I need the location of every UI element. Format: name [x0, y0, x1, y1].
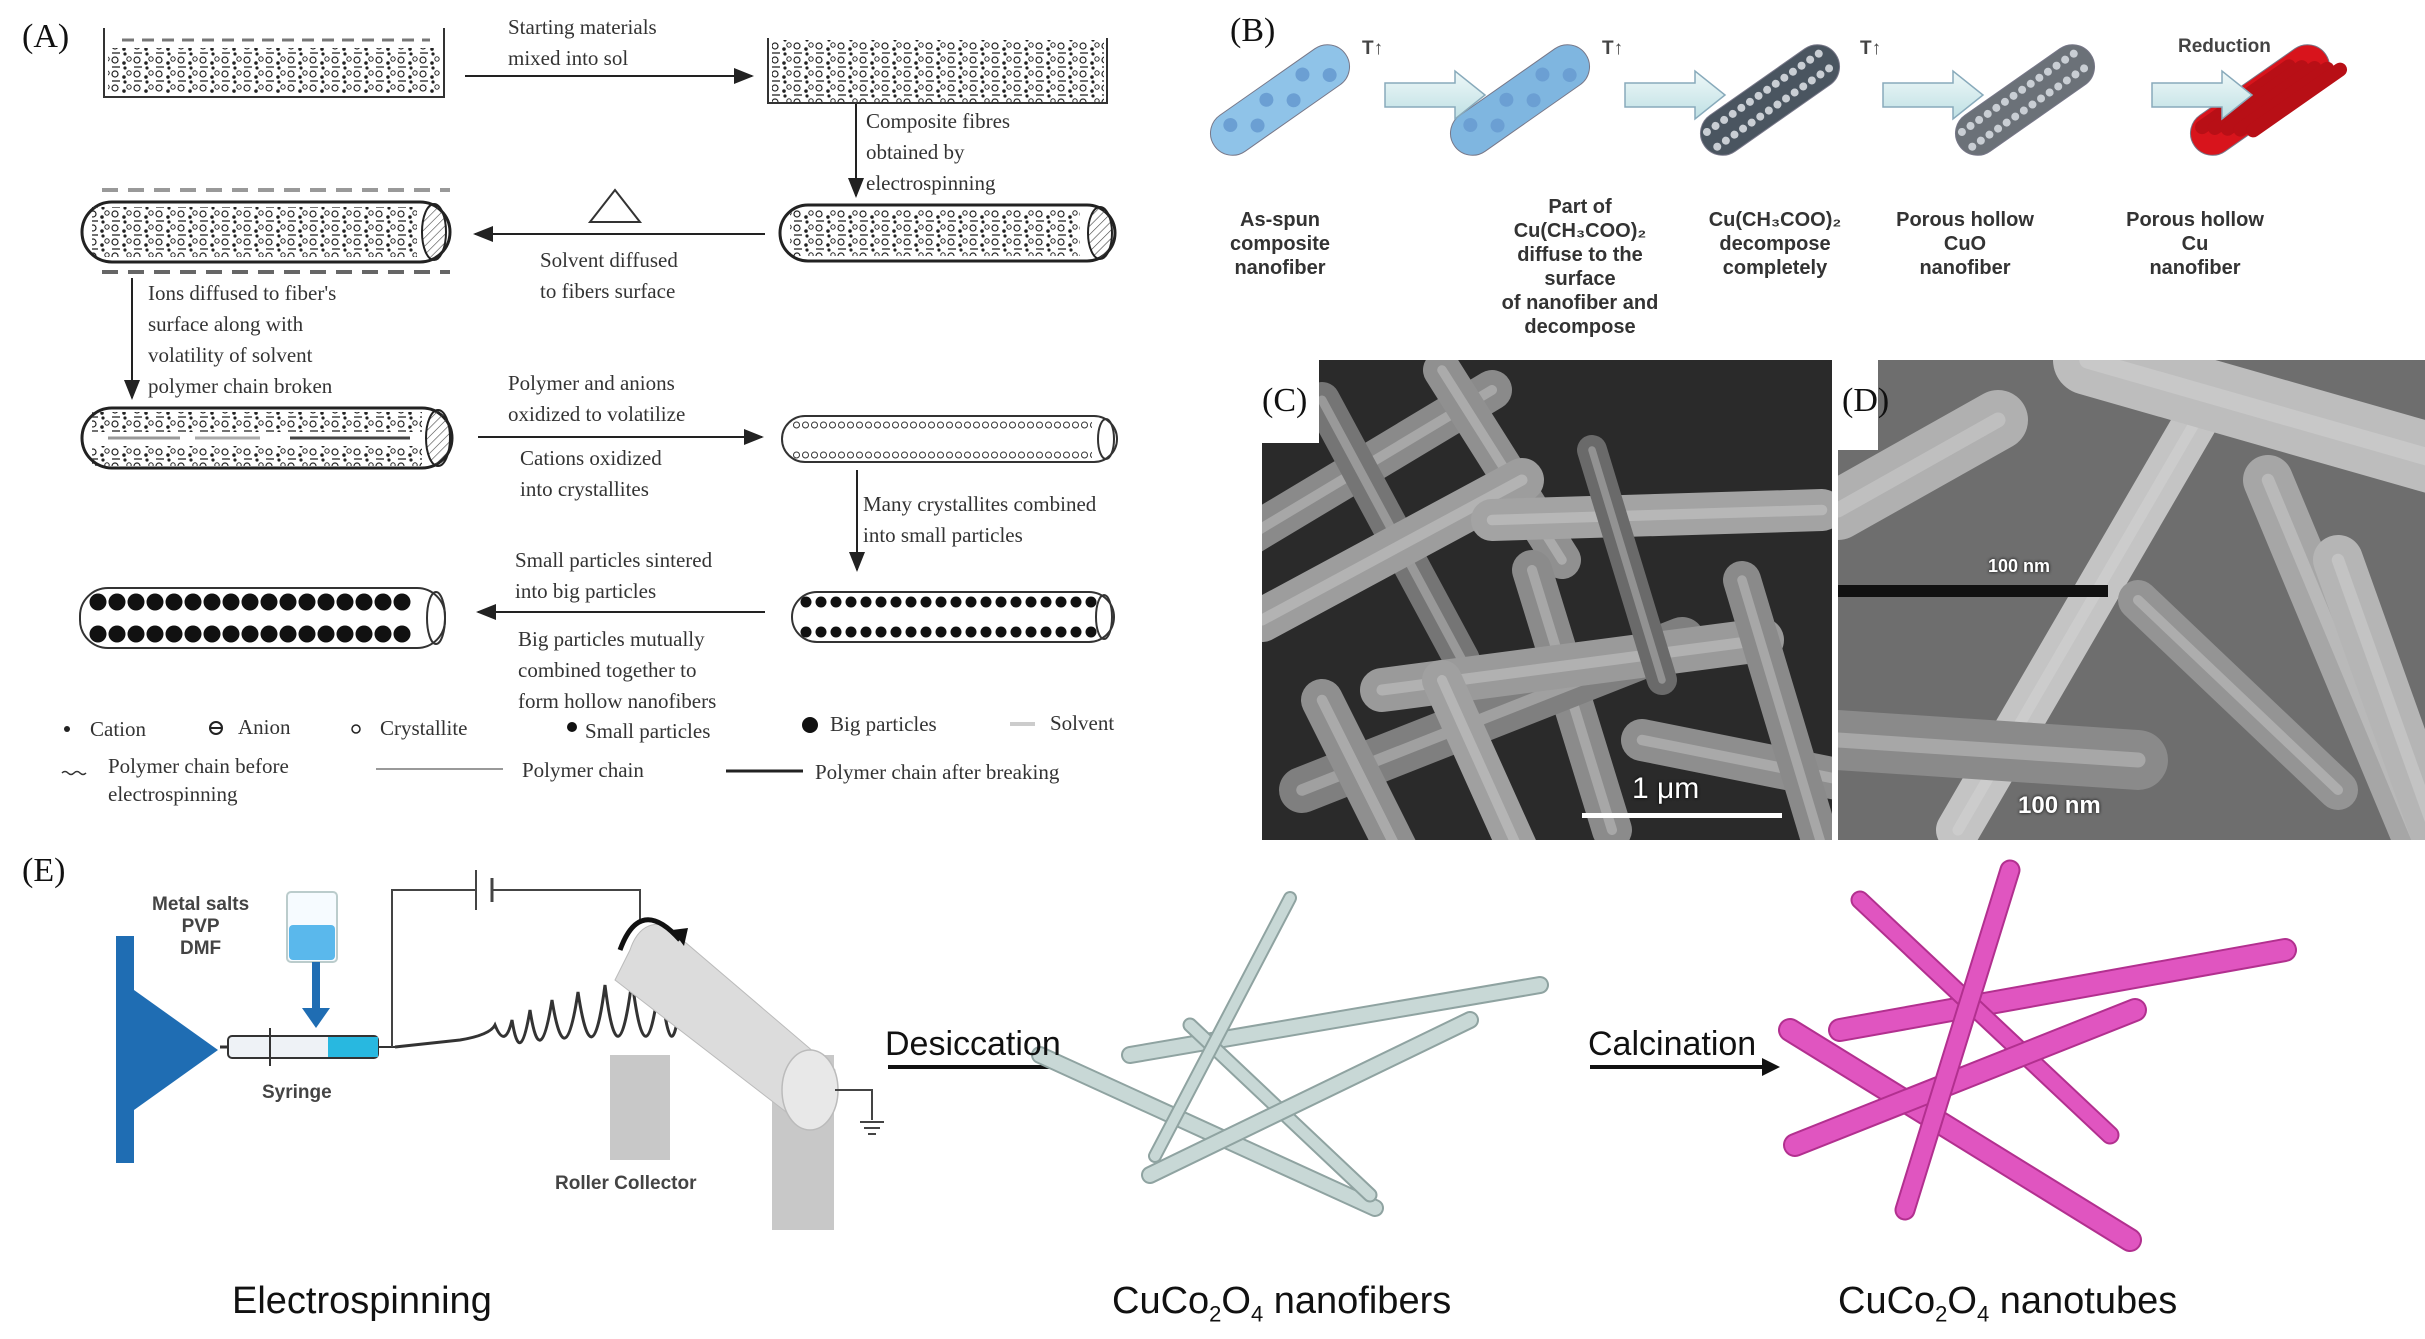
nanofiber-stage-icon: [2189, 44, 2348, 156]
syringe-label: Syringe: [262, 1082, 332, 1103]
fiber-shape: [2313, 535, 2425, 840]
big-particles-fiber: [79, 587, 446, 649]
voltage-circuit: [391, 870, 641, 1047]
fiber-shape: [1577, 435, 1677, 695]
polymer-chain-before-legend-icon: [61, 770, 87, 776]
legend-label-small-particles: Small particles: [585, 719, 711, 743]
panel-d-label: (D): [1842, 382, 1890, 419]
arrow-label-t2: T↑: [1602, 38, 1624, 59]
panel-e-drawing: [116, 859, 2297, 1252]
syringe-icon: [220, 1028, 395, 1066]
panel-a: (A): [0, 0, 1150, 830]
calcination-label: Calcination: [1588, 1025, 1757, 1063]
small-particles-fiber: [791, 591, 1115, 643]
legend-label-anion: Anion: [238, 715, 291, 739]
fiber-shape: [1723, 561, 1832, 840]
scale-bar-c-label: 1 μm: [1632, 772, 1700, 805]
fiber-shape: [1262, 458, 1544, 642]
panel-e-label: (E): [22, 852, 66, 889]
roller-collector-label: Roller Collector: [555, 1173, 697, 1194]
arrow-label-t3: T↑: [1860, 38, 1882, 59]
legend-label-cation: Cation: [90, 717, 146, 741]
solvent-diffused-fiber: [80, 188, 452, 274]
nanofiber-stage-icon: [1954, 44, 2096, 156]
sol-bath: [103, 28, 445, 98]
composite-fiber: [778, 203, 1117, 263]
nanotubes-caption: CuCo2O4 nanotubes: [1838, 1280, 2178, 1327]
panel-c-label: (C): [1262, 382, 1308, 419]
panel-e: (E): [0, 840, 2425, 1339]
heat-triangle-icon: [587, 188, 643, 223]
crystallite-fiber: [781, 415, 1118, 463]
legend-label-polymer-chain: Polymer chain: [522, 758, 644, 782]
fiber-shape: [2118, 580, 2358, 810]
small-particles-legend-icon: [567, 722, 577, 732]
sem-image-d: (D) 100 nm 100 nm: [1838, 360, 2425, 840]
process-arrow-icon: [1384, 69, 1487, 121]
legend-label-solvent: Solvent: [1050, 711, 1115, 735]
process-arrow-icon: [1882, 69, 1985, 121]
legend-label-big-particles: Big particles: [830, 712, 937, 736]
roller-collector: [610, 917, 884, 1230]
panel-a-label: (A): [22, 18, 70, 55]
fiber-shape: [1471, 489, 1832, 541]
scale-bar-d-label: 100 nm: [2018, 792, 2101, 819]
fiber-shape: [1422, 660, 1536, 840]
fiber-shape: [2053, 360, 2425, 493]
pump-stand: [116, 936, 218, 1163]
nanofibers-caption: CuCo2O4 nanofibers: [1112, 1280, 1452, 1327]
solution-beaker-icon: [286, 891, 338, 1028]
nanofiber-stage-icon: [1449, 44, 1591, 156]
legend-label-crystallite: Crystallite: [380, 716, 468, 740]
nanofiber-stage-icon: [1699, 44, 1841, 156]
nanofiber-stage-icon: [1209, 44, 1351, 156]
electrospinning-caption: Electrospinning: [232, 1280, 492, 1322]
arrow-label-t1: T↑: [1362, 38, 1384, 59]
cation-legend-icon: [64, 726, 70, 732]
panel-a-drawing: [61, 28, 1118, 776]
legend-label-polymer-chain-after: Polymer chain after breaking: [815, 760, 1060, 784]
composite-block: [767, 38, 1108, 104]
crystallite-legend-icon: [351, 724, 361, 734]
fiber-shape: [1301, 679, 1416, 840]
panel-b-drawing: [1209, 44, 2348, 156]
process-arrow-icon: [2151, 69, 2254, 121]
polymer-jet: [394, 974, 684, 1049]
legend-label-polymer-chain-before: Polymer chain before electrospinning: [108, 754, 289, 806]
fiber-shape: [1838, 390, 2028, 540]
scale-bar-c: [1582, 813, 1782, 818]
big-particles-legend-icon: [802, 717, 818, 733]
fiber-shape: [1838, 710, 2168, 790]
legend-glyphs: [61, 717, 1035, 776]
broken-chain-fiber: [80, 406, 454, 470]
inset-scale-bar-label: 100 nm: [1988, 556, 2051, 576]
arrow-label-reduction: Reduction: [2178, 36, 2271, 57]
desiccation-label: Desiccation: [885, 1025, 1061, 1063]
panel-b-label: (B): [1230, 12, 1276, 49]
process-arrow-icon: [1624, 69, 1727, 121]
sem-image-c: (C) 1 μm: [1262, 360, 1832, 840]
